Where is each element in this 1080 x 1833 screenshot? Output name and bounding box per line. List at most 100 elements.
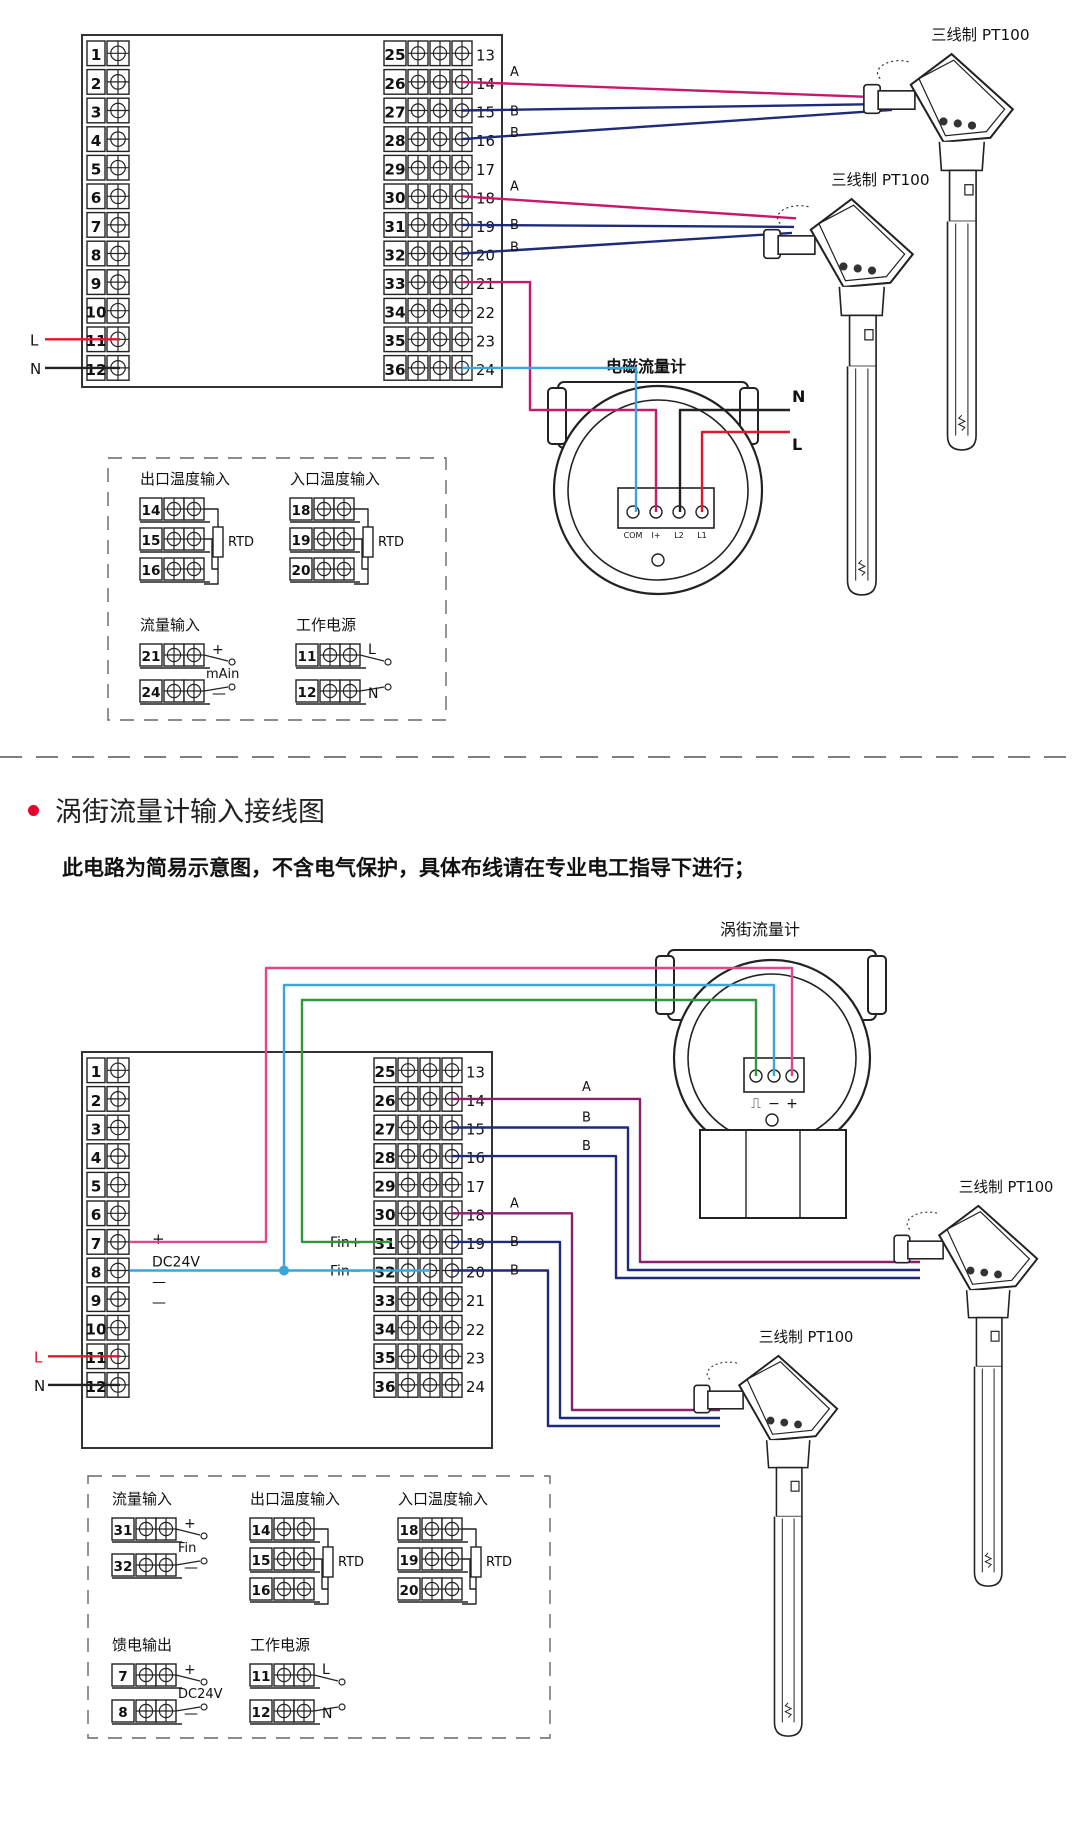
screw-terminal-head bbox=[110, 1091, 126, 1107]
sensor-head-inner bbox=[946, 1211, 1031, 1285]
screw-terminal-head bbox=[110, 102, 126, 119]
legend-lead bbox=[462, 1528, 477, 1547]
sensor-screw bbox=[953, 119, 962, 128]
sensor-neck bbox=[907, 1240, 944, 1260]
sensor-head-cover bbox=[737, 1354, 839, 1442]
terminal-number-box bbox=[139, 557, 163, 581]
screw-terminal-icon bbox=[106, 126, 130, 153]
terminal-label-right-29: 29 bbox=[384, 161, 405, 179]
screw-terminal-icon bbox=[333, 497, 355, 521]
screw-terminal-icon bbox=[106, 1200, 130, 1227]
legend-lead bbox=[204, 508, 219, 527]
wire-label-B: B bbox=[510, 1235, 519, 1250]
screw-terminal-icon bbox=[429, 126, 451, 153]
screw-terminal-icon bbox=[397, 1228, 419, 1255]
screw-terminal-head bbox=[400, 1349, 416, 1364]
screw-terminal-head bbox=[158, 1667, 174, 1683]
sensor-screw bbox=[853, 264, 862, 273]
screw-terminal-icon bbox=[106, 240, 130, 267]
screw-terminal-head bbox=[110, 188, 126, 205]
screw-terminal-head bbox=[158, 1521, 174, 1537]
screw-terminal-head bbox=[454, 303, 470, 318]
screw-terminal-icon bbox=[397, 1171, 419, 1198]
screw-terminal-head bbox=[400, 1291, 416, 1307]
sensor-stem bbox=[975, 1316, 1003, 1368]
terminal-label-left-11: 11 bbox=[85, 332, 106, 350]
wire-A bbox=[452, 1097, 920, 1264]
wire-B bbox=[461, 223, 795, 229]
screw-terminal-icon bbox=[419, 1371, 441, 1398]
screw-terminal-head bbox=[400, 1148, 416, 1164]
legend-pos-label: L bbox=[322, 1662, 330, 1678]
sensor-element-icon bbox=[984, 1552, 993, 1568]
screw-terminal-icon bbox=[106, 297, 130, 324]
screw-terminal-head bbox=[296, 1667, 312, 1683]
terminal-number-box bbox=[111, 1553, 135, 1577]
screw-terminal-icon bbox=[163, 497, 185, 521]
sensor-screw bbox=[867, 266, 877, 275]
screw-terminal-head bbox=[410, 131, 426, 147]
legend-title: 出口温度输入 bbox=[250, 1490, 340, 1508]
screw-terminal-head bbox=[422, 1148, 438, 1164]
terminal-label-right-31: 31 bbox=[374, 1235, 395, 1253]
sensor-stem bbox=[948, 169, 977, 223]
legend-terminal-19: 19 bbox=[400, 1553, 419, 1569]
screw-terminal-head bbox=[424, 1581, 440, 1597]
legend-terminal-12: 12 bbox=[298, 685, 317, 701]
screw-terminal-icon bbox=[407, 154, 429, 181]
terminal-label-right-36: 36 bbox=[374, 1378, 395, 1396]
terminal-label-right-19: 19 bbox=[466, 1235, 485, 1253]
terminal-label-left-7: 7 bbox=[91, 1235, 102, 1253]
vortex-flowmeter: 涡街流量计⎍−+ bbox=[655, 920, 887, 1219]
wire-flow-com bbox=[462, 366, 638, 512]
legend-terminal-16: 16 bbox=[142, 563, 161, 579]
screw-terminal-head bbox=[444, 1551, 460, 1567]
sensor-body bbox=[965, 1290, 1011, 1319]
legend-signal-label: DC24V bbox=[178, 1687, 223, 1702]
terminal-number-box bbox=[86, 1085, 106, 1112]
screw-terminal-head bbox=[166, 683, 182, 699]
terminal-label-left-1: 1 bbox=[91, 46, 102, 64]
screw-terminal-head bbox=[138, 1667, 154, 1683]
screw-terminal-head bbox=[138, 1703, 154, 1719]
terminal-number-box bbox=[86, 97, 106, 124]
legend-terminal-15: 15 bbox=[142, 533, 161, 549]
meter-label-L: L bbox=[792, 435, 802, 454]
vortex-right-gland bbox=[867, 955, 887, 1015]
screw-terminal-icon bbox=[106, 211, 130, 238]
screw-terminal-icon bbox=[419, 1314, 441, 1341]
terminal-number-box bbox=[295, 679, 319, 703]
terminal-number-box bbox=[373, 1371, 397, 1398]
screw-terminal-icon bbox=[419, 1228, 441, 1255]
screw-terminal-head bbox=[410, 46, 426, 61]
wire-meter-N bbox=[678, 408, 790, 512]
safety-note: 此电路为简易示意图，不含电气保护，具体布线请在专业电工指导下进行； bbox=[62, 856, 755, 880]
label-minus: — bbox=[152, 1295, 166, 1311]
legend-lead bbox=[175, 1560, 201, 1566]
meter-screw-icon bbox=[626, 505, 640, 519]
terminal-number-box bbox=[86, 1143, 106, 1170]
screw-terminal-icon bbox=[155, 1517, 177, 1541]
screw-terminal-head bbox=[138, 1521, 154, 1537]
legend-terminal-14: 14 bbox=[142, 503, 161, 519]
terminal-label-right-18: 18 bbox=[466, 1206, 485, 1224]
legend-pos-label: + bbox=[184, 1662, 196, 1678]
terminal-label-left-12: 12 bbox=[85, 1378, 106, 1396]
screw-terminal-head bbox=[444, 1291, 460, 1307]
terminal-number-box bbox=[289, 527, 313, 551]
terminal-label-right-27: 27 bbox=[384, 103, 405, 121]
screw-terminal-icon bbox=[429, 354, 451, 381]
screw-terminal-icon bbox=[106, 40, 130, 67]
legend-lead bbox=[354, 557, 369, 585]
screw-terminal-head bbox=[296, 1703, 312, 1719]
screw-terminal-icon bbox=[397, 1314, 419, 1341]
screw-terminal-head bbox=[110, 1234, 126, 1250]
terminal-label-right-32: 32 bbox=[374, 1263, 395, 1281]
legend-terminal-32: 32 bbox=[114, 1559, 133, 1575]
legend-terminal-31: 31 bbox=[114, 1523, 133, 1539]
terminal-label-left-5: 5 bbox=[91, 1178, 102, 1196]
screw-terminal-head bbox=[400, 1377, 416, 1393]
sensor-lock-screw bbox=[790, 1480, 800, 1492]
terminal-label-right-29: 29 bbox=[374, 1178, 395, 1196]
sensor-screw bbox=[994, 1270, 1002, 1279]
